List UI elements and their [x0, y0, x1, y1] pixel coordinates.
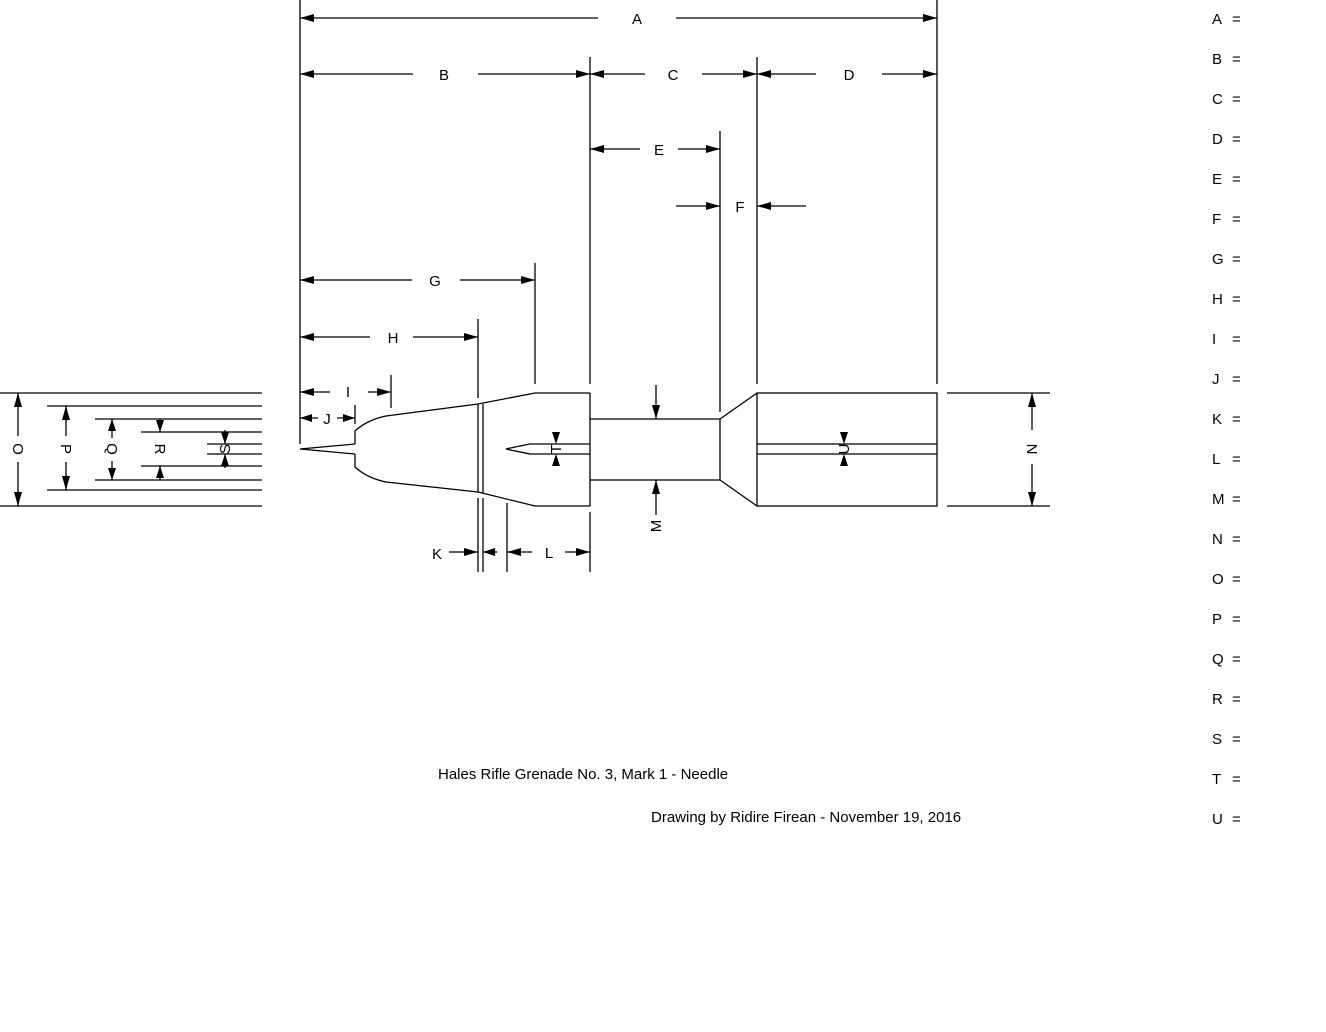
legend-equals: = — [1232, 251, 1241, 268]
legend-row: C= — [1212, 91, 1247, 131]
dim-label-o: O — [9, 443, 26, 455]
needle-part-outline — [299, 392, 938, 507]
legend-row: K= — [1212, 411, 1247, 451]
legend-row: B= — [1212, 51, 1247, 91]
legend-key: D — [1212, 131, 1223, 148]
legend-row: H= — [1212, 291, 1247, 331]
dim-label-n: N — [1023, 444, 1040, 455]
dim-label-c: C — [668, 67, 679, 84]
legend-key: N — [1212, 531, 1223, 548]
rear-body — [756, 392, 938, 507]
legend-equals: = — [1232, 691, 1241, 708]
legend-key: C — [1212, 91, 1223, 108]
legend-key: M — [1212, 491, 1225, 508]
legend-equals: = — [1232, 211, 1241, 228]
legend-key: R — [1212, 691, 1223, 708]
legend-key: J — [1212, 371, 1220, 388]
legend-row: O= — [1212, 571, 1247, 611]
dim-label-m: M — [648, 520, 665, 533]
legend-equals: = — [1232, 51, 1241, 68]
legend-equals: = — [1232, 611, 1241, 628]
drawing-title: Hales Rifle Grenade No. 3, Mark 1 - Need… — [438, 766, 729, 783]
legend-equals: = — [1232, 11, 1241, 28]
legend-key: U — [1212, 811, 1223, 828]
legend-key: Q — [1212, 651, 1224, 668]
legend-row: R= — [1212, 691, 1247, 731]
legend-key: I — [1212, 331, 1217, 348]
dim-label-d: D — [844, 67, 855, 84]
legend-equals: = — [1232, 731, 1241, 748]
legend-key: P — [1212, 611, 1223, 628]
legend-key: L — [1212, 451, 1221, 468]
legend-row: Q= — [1212, 651, 1247, 691]
legend-key: E — [1212, 171, 1223, 188]
legend-row: J= — [1212, 371, 1247, 411]
legend-row: G= — [1212, 251, 1247, 291]
legend-equals: = — [1232, 491, 1241, 508]
legend-row: M= — [1212, 491, 1247, 531]
dim-label-b: B — [439, 67, 449, 84]
dim-label-h: H — [388, 330, 399, 347]
taper — [719, 392, 758, 507]
legend-key: K — [1212, 411, 1223, 428]
legend-row: A= — [1212, 11, 1247, 51]
legend-equals: = — [1232, 371, 1241, 388]
legend-row: T= — [1212, 771, 1247, 811]
bore-t — [505, 443, 590, 455]
dim-label-p: P — [57, 444, 74, 454]
dim-label-a: A — [632, 11, 642, 28]
dim-label-e: E — [654, 142, 664, 159]
extension-lines — [0, 0, 1050, 572]
legend-equals: = — [1232, 651, 1241, 668]
drawing-credit: Drawing by Ridire Firean - November 19, … — [651, 809, 962, 826]
dim-label-i: I — [346, 384, 350, 401]
legend-row: S= — [1212, 731, 1247, 771]
legend-equals: = — [1232, 91, 1241, 108]
dim-label-j: J — [323, 411, 331, 428]
legend-equals: = — [1232, 331, 1241, 348]
dim-label-k: K — [432, 546, 442, 563]
needle-nose — [354, 392, 590, 507]
dimension-legend: A=B=C=D=E=F=G=H=I=J=K=L=M=N=O=P=Q=R=S=T=… — [1212, 11, 1247, 851]
legend-key: O — [1212, 571, 1224, 588]
dim-label-r: R — [151, 444, 168, 455]
legend-key: G — [1212, 251, 1224, 268]
dimension-letters: A B C D E F G H I J K L M N O P Q R S T … — [9, 11, 1040, 563]
legend-row: F= — [1212, 211, 1247, 251]
dim-label-t: T — [548, 444, 565, 453]
legend-equals: = — [1232, 171, 1241, 188]
legend-row: N= — [1212, 531, 1247, 571]
legend-equals: = — [1232, 131, 1241, 148]
legend-key: B — [1212, 51, 1223, 68]
needle-point — [299, 443, 356, 455]
dim-label-g: G — [429, 273, 441, 290]
legend-equals: = — [1232, 771, 1241, 788]
legend-key: F — [1212, 211, 1222, 228]
legend-row: D= — [1212, 131, 1247, 171]
dim-label-l: L — [545, 545, 553, 562]
legend-equals: = — [1232, 571, 1241, 588]
legend-key: S — [1212, 731, 1223, 748]
shank — [590, 418, 721, 481]
legend-equals: = — [1232, 291, 1241, 308]
legend-key: T — [1212, 771, 1222, 788]
legend-key: A — [1212, 11, 1223, 28]
dim-label-u: U — [836, 444, 853, 455]
legend-equals: = — [1232, 531, 1241, 548]
dim-label-s: S — [217, 444, 234, 454]
dim-label-f: F — [735, 199, 744, 216]
dim-label-q: Q — [103, 443, 120, 455]
legend-row: U= — [1212, 811, 1247, 851]
legend-key: H — [1212, 291, 1223, 308]
dimension-lines — [14, 14, 1036, 556]
legend-equals: = — [1232, 411, 1241, 428]
legend-equals: = — [1232, 811, 1241, 828]
legend-equals: = — [1232, 451, 1241, 468]
legend-row: P= — [1212, 611, 1247, 651]
legend-row: I= — [1212, 331, 1247, 371]
legend-row: L= — [1212, 451, 1247, 491]
legend-row: E= — [1212, 171, 1247, 211]
